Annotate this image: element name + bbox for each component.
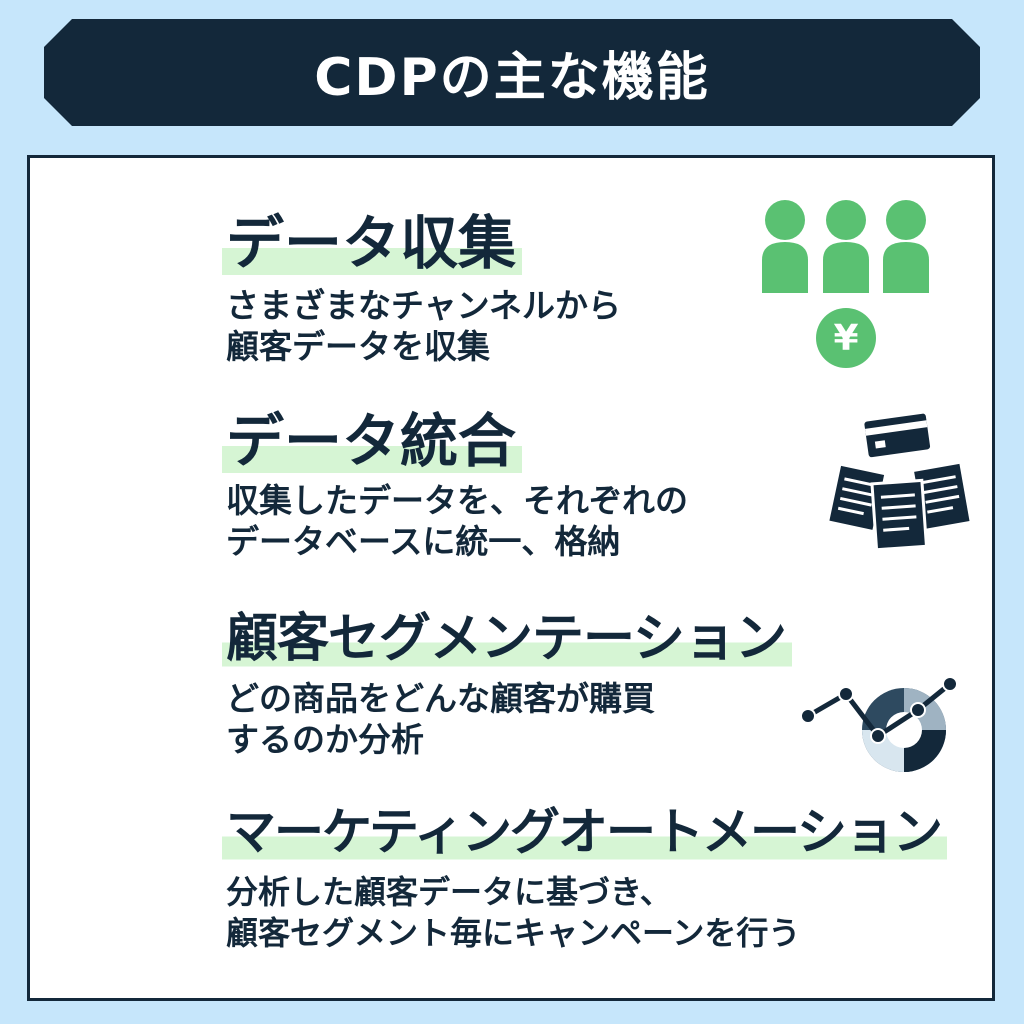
desc-line: 顧客データを収集 [226,327,490,366]
analytics-chart-icon [800,676,958,772]
feature-title-marketing-automation: マーケティングオートメーション [222,792,947,864]
feature-desc-data-integration: 収集したデータを、それぞれの データベースに統一、格納 [226,480,688,562]
feature-desc-data-collection: さまざまなチャンネルから 顧客データを収集 [226,285,621,367]
desc-line: するのか分析 [226,720,424,759]
desc-line: さまざまなチャンネルから [226,286,622,325]
page-title: CDPの主な機能 [314,48,710,108]
desc-line: どの商品をどんな顧客が購買 [226,679,655,718]
desc-line: 収集したデータを、それぞれの [226,481,688,520]
desc-line: データベースに統一、格納 [226,522,621,561]
feature-title-customer-segmentation: 顧客セグメンテーション [222,596,792,671]
desc-line: 顧客セグメント毎にキャンペーンを行う [226,914,801,952]
card-documents-icon [829,413,970,552]
feature-desc-customer-segmentation: どの商品をどんな顧客が購買 するのか分析 [226,678,655,760]
desc-line: 分析した顧客データに基づき、 [226,873,672,911]
feature-title-data-collection: データ収集 [222,196,523,280]
customers-yen-icon: ¥ [762,200,929,368]
feature-desc-marketing-automation: 分析した顧客データに基づき、 顧客セグメント毎にキャンペーンを行う [226,872,800,954]
feature-title-data-integration: データ統合 [222,394,523,478]
title-banner: CDPの主な機能 [44,19,980,126]
yen-symbol: ¥ [833,318,858,359]
